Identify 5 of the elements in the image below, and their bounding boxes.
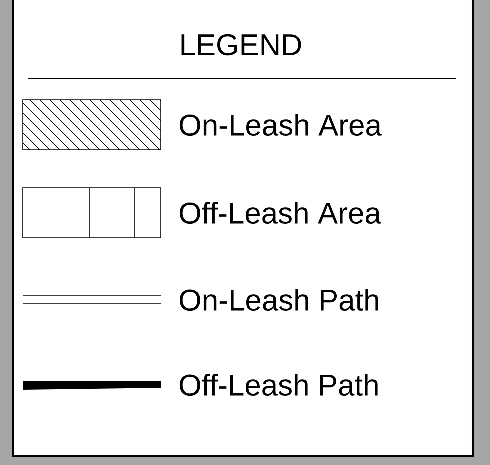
legend-label: On-Leash Area	[180, 114, 382, 136]
legend-label: On-Leash Path	[180, 288, 378, 312]
legend-title: LEGEND	[182, 34, 302, 56]
legend-label: Off-Leash Area	[180, 202, 382, 224]
legend-label: Off-Leash Path	[180, 374, 378, 396]
